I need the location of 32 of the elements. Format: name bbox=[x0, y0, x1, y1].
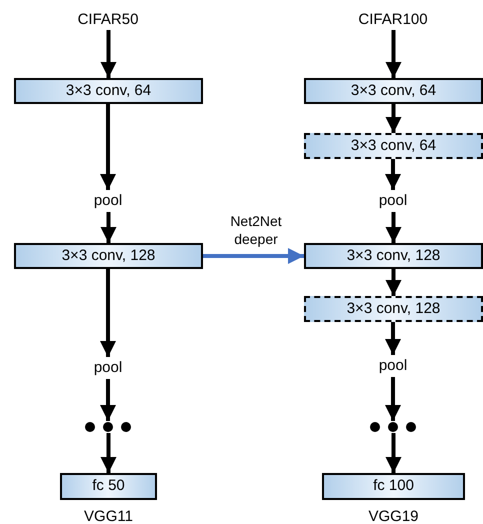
arrow bbox=[100, 433, 116, 473]
arrow bbox=[100, 212, 116, 243]
arrow bbox=[385, 159, 401, 190]
arrow bbox=[100, 104, 116, 190]
layer-box: 3×3 conv, 128 bbox=[14, 243, 203, 269]
arrow bbox=[386, 104, 402, 133]
layer-label: pool bbox=[88, 357, 128, 379]
arrow bbox=[100, 379, 116, 421]
arrow bbox=[386, 212, 402, 243]
arrow bbox=[100, 269, 116, 357]
layer-box: fc 50 bbox=[60, 473, 157, 500]
layer-box: 3×3 conv, 64 bbox=[14, 78, 203, 104]
new-layer-box: 3×3 conv, 64 bbox=[304, 133, 483, 159]
layer-box: fc 100 bbox=[322, 473, 465, 500]
layer-label: CIFAR100 bbox=[348, 10, 438, 30]
layer-label: pool bbox=[373, 355, 413, 377]
new-layer-box: 3×3 conv, 128 bbox=[304, 296, 483, 322]
arrow bbox=[386, 269, 402, 296]
layer-label: CIFAR50 bbox=[68, 10, 148, 30]
network-name: VGG19 bbox=[367, 507, 420, 524]
ellipsis-dots-icon bbox=[84, 421, 132, 433]
layer-label: pool bbox=[88, 190, 128, 212]
ellipsis-dots-icon bbox=[369, 421, 417, 433]
arrow bbox=[385, 322, 401, 355]
network-name: VGG11 bbox=[83, 507, 134, 524]
layer-box: 3×3 conv, 64 bbox=[304, 78, 483, 104]
layer-box: 3×3 conv, 128 bbox=[304, 243, 483, 269]
arrow bbox=[100, 30, 116, 78]
arrow bbox=[386, 30, 402, 78]
layer-label: pool bbox=[373, 190, 413, 212]
arrow bbox=[385, 377, 401, 421]
arrow bbox=[203, 248, 304, 264]
